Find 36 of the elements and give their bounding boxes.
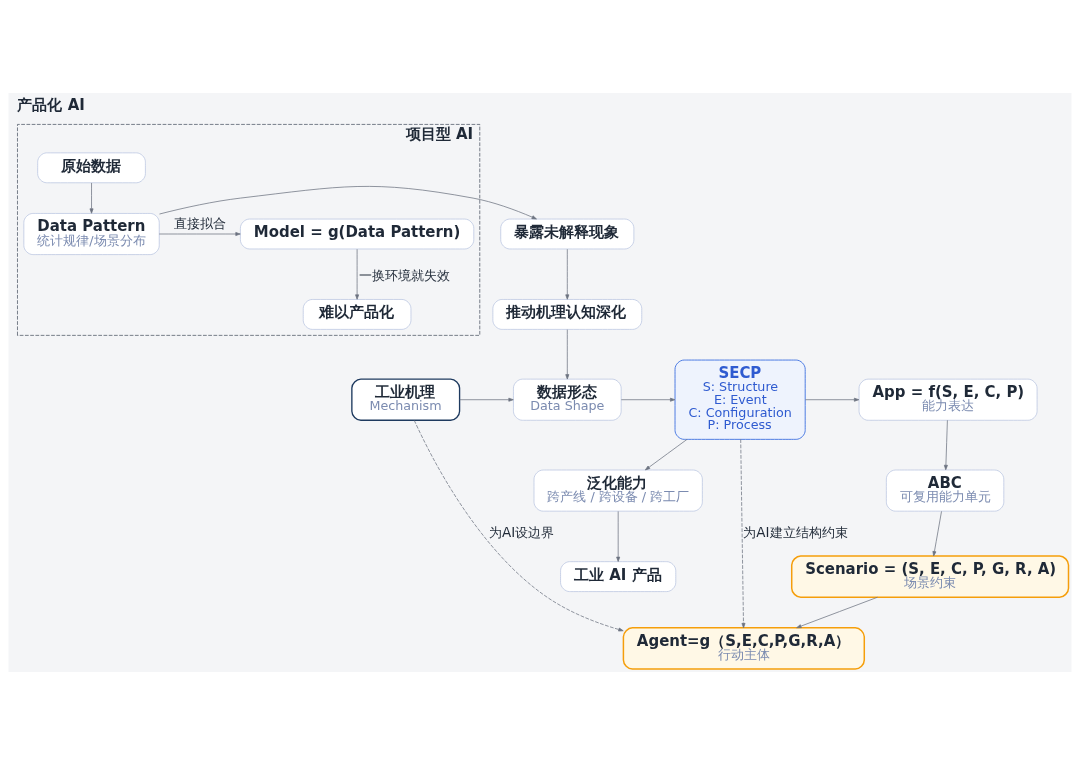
node-box: Scenario = (S, E, C, P, G, R, A) 场景约束 [790, 554, 1070, 598]
node-box: Agent=g（S,E,C,P,G,R,A） 行动主体 [622, 626, 866, 670]
arrow [616, 510, 621, 562]
node-box: App = f(S, E, C, P) 能力表达 [858, 378, 1038, 421]
edge-label: 一换环境就失效 [359, 267, 451, 283]
node-box: Model = g(Data Pattern) [240, 218, 475, 249]
arrow [796, 596, 878, 628]
edge-label: 为AI建立结构约束 [743, 524, 848, 540]
diagram-title: 产品化 AI [17, 95, 85, 114]
arrow [459, 397, 514, 402]
node-box: 暴露未解释现象 [500, 218, 635, 249]
arrow [804, 397, 860, 402]
node-box: 原始数据 [37, 151, 146, 183]
node-box: 工业机理 Mechanism [351, 377, 461, 421]
edge-label: 为AI设边界 [489, 524, 555, 540]
arrow [355, 248, 360, 300]
node-box: 推动机理认知深化 [492, 298, 643, 330]
arrow [413, 419, 624, 631]
arrow [159, 185, 537, 219]
arrow [158, 231, 241, 236]
node-box: 难以产品化 [302, 298, 412, 330]
arrow [740, 438, 746, 628]
arrow [620, 397, 676, 402]
node-box: 工业 AI 产品 [560, 560, 677, 592]
edge-label: 直接拟合 [173, 215, 226, 231]
arrow [89, 182, 94, 214]
arrow [565, 328, 570, 379]
arrow [565, 248, 570, 300]
node-box: SECP S: Structure E: Event C: Configuration P: Process [674, 359, 806, 440]
node-box: ABC 可复用能力单元 [885, 469, 1005, 512]
node-box: Data Pattern 统计规律/场景分布 [23, 212, 160, 255]
arrow [644, 438, 688, 470]
arrow [943, 419, 948, 470]
arrow [932, 510, 942, 556]
node-box: 数据形态 Data Shape [513, 378, 622, 421]
node-box: 泛化能力 跨产线 / 跨设备 / 跨工厂 [533, 469, 703, 512]
